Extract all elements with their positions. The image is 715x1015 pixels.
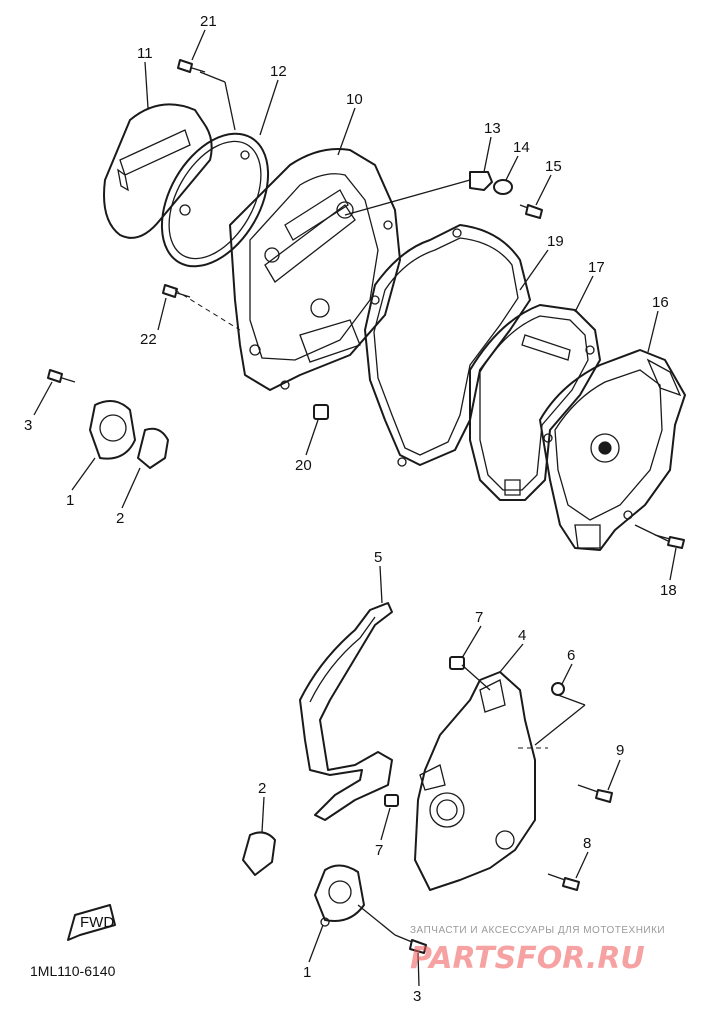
fwd-arrow-icon: FWD [67,904,116,941]
part-3-bolt-lower [394,934,427,954]
part-10-crankcase-cover [229,148,401,391]
label-1-upper: 1 [66,492,74,509]
callout-labels: 21 11 12 10 13 14 15 19 17 16 22 3 20 1 … [24,13,677,1005]
part-5-gasket [299,602,393,821]
label-21: 21 [200,13,217,30]
part-2-gasket-lower [242,831,276,876]
part-4-crankcase-cover [414,671,536,891]
label-12: 12 [270,63,287,80]
drawing-code: 1ML110-6140 [30,963,116,979]
part-7-dowel-upper [449,656,465,670]
label-8: 8 [583,835,591,852]
part-14-washer [493,179,513,195]
part-9-bolt [577,784,613,803]
label-16: 16 [652,294,669,311]
label-4: 4 [518,627,526,644]
watermark-tagline: ЗАПЧАСТИ И АКСЕССУАРЫ ДЛЯ МОТОТЕХНИКИ [410,925,665,936]
label-7-lower: 7 [375,842,383,859]
label-5: 5 [374,549,382,566]
part-20-dowel [313,404,329,420]
part-3-bolt-upper [47,369,76,383]
label-13: 13 [484,120,501,137]
label-10: 10 [346,91,363,108]
label-3-lower: 3 [413,988,421,1005]
label-14: 14 [513,139,530,156]
label-1-lower: 1 [303,964,311,981]
part-13-nut [469,171,493,191]
label-7-upper: 7 [475,609,483,626]
label-9: 9 [616,742,624,759]
part-11-cover-plate [103,103,213,239]
part-6-clip [551,682,565,696]
part-1-cover-lower [314,864,365,927]
watermark: ЗАПЧАСТИ И АКСЕССУАРЫ ДЛЯ МОТОТЕХНИКИ PA… [410,925,665,976]
label-17: 17 [588,259,605,276]
part-12-gasket [160,132,270,268]
label-2-upper: 2 [116,510,124,527]
watermark-brand: PARTSFOR.RU [410,941,645,976]
label-20: 20 [295,457,312,474]
label-2-lower: 2 [258,780,266,797]
part-19-gasket [364,224,531,467]
part-15-bolt [519,204,543,219]
label-19: 19 [547,233,564,250]
label-15: 15 [545,158,562,175]
label-18: 18 [660,582,677,599]
part-16-outer-cover [539,349,686,551]
part-8-bolt [547,873,580,891]
part-7-dowel-lower [384,794,399,807]
label-22: 22 [140,331,157,348]
fwd-label: FWD [80,914,114,931]
part-21-bolt [177,59,206,73]
part-17-gasket [469,304,601,501]
part-1-cover-upper [89,400,136,460]
part-2-gasket-upper [137,427,169,469]
label-3-upper: 3 [24,417,32,434]
label-11: 11 [137,45,153,62]
label-6: 6 [567,647,575,664]
